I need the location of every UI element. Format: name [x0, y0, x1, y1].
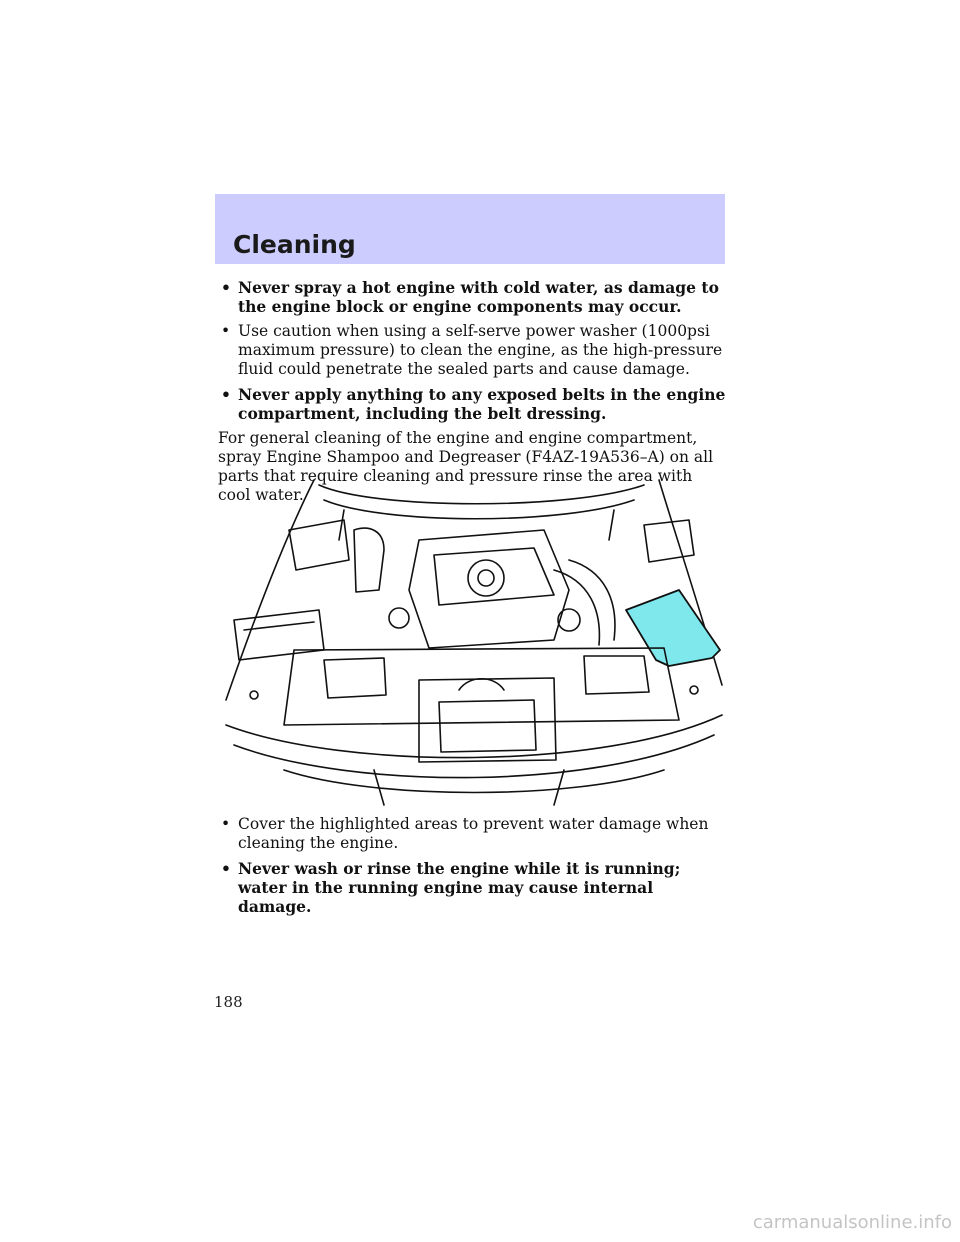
bullet-icon: •: [221, 815, 231, 833]
bullet-item: • Never wash or rinse the engine while i…: [218, 859, 728, 916]
bullet-text: Cover the highlighted areas to prevent w…: [238, 815, 709, 852]
bullet-icon: •: [221, 278, 231, 297]
bullet-item: • Never apply anything to any exposed be…: [218, 385, 728, 423]
body-text-top: • Never spray a hot engine with cold wat…: [218, 278, 728, 509]
bullet-icon: •: [221, 385, 231, 404]
bullet-item: • Cover the highlighted areas to prevent…: [218, 815, 728, 853]
bullet-text: Never wash or rinse the engine while it …: [238, 859, 681, 916]
bullet-item: • Never spray a hot engine with cold wat…: [218, 278, 728, 316]
section-title: Cleaning: [233, 230, 356, 259]
bullet-icon: •: [221, 322, 231, 340]
bullet-item: • Use caution when using a self-serve po…: [218, 322, 728, 379]
bullet-text: Never apply anything to any exposed belt…: [238, 385, 726, 423]
engine-compartment-illustration: [224, 470, 724, 810]
body-text-bottom: • Cover the highlighted areas to prevent…: [218, 815, 728, 922]
bullet-text: Use caution when using a self-serve powe…: [238, 322, 723, 378]
instruction-paragraph: For general cleaning of the engine and e…: [218, 429, 714, 504]
section-header: Cleaning: [215, 194, 725, 264]
bullet-icon: •: [221, 859, 231, 878]
footer-watermark-url: carmanualsonline.info: [752, 1212, 952, 1233]
bullet-text: Never spray a hot engine with cold water…: [238, 278, 719, 316]
page-number: 188: [214, 993, 243, 1011]
